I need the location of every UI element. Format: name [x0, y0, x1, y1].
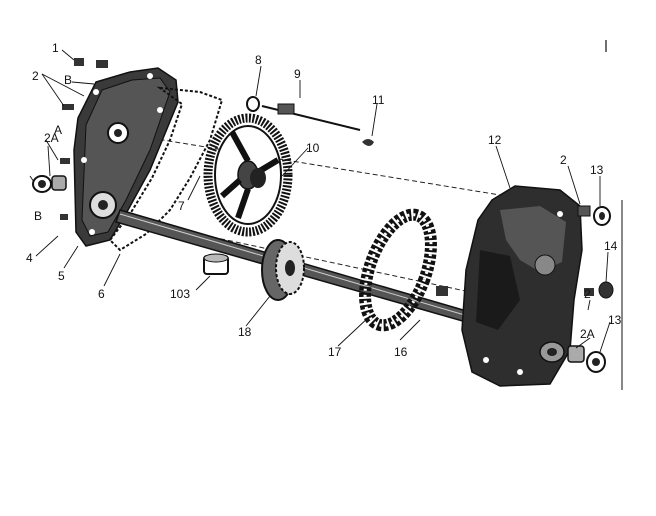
gasket — [108, 86, 224, 252]
callout-7: 7 — [178, 199, 185, 213]
callout-2-right: 2 — [560, 153, 567, 167]
callout-10: 10 — [306, 141, 320, 155]
ring-gear — [203, 113, 293, 237]
drive-chain — [359, 208, 437, 332]
callout-11: 11 — [372, 93, 385, 107]
gear-case-housing — [461, 185, 583, 387]
callout-6: 6 — [98, 287, 105, 301]
callout-A: A — [54, 123, 62, 137]
callout-B: B — [64, 73, 72, 87]
left-fittings — [32, 58, 108, 220]
callout-B-lower: B — [34, 209, 42, 223]
callout-labels: 1 2 B 2A A B 4 5 6 7 8 9 10 11 12 2 13 1… — [26, 41, 622, 359]
callout-5: 5 — [58, 269, 65, 283]
callout-14: 14 — [604, 239, 618, 253]
callout-103: 103 — [170, 287, 190, 301]
left-cover-plate — [73, 67, 179, 247]
callout-18: 18 — [238, 325, 252, 339]
callout-4: 4 — [26, 251, 33, 265]
callout-13-upper: 13 — [590, 163, 604, 177]
callout-8: 8 — [255, 53, 262, 67]
sprocket — [261, 239, 305, 301]
shaft-nut — [436, 286, 448, 296]
right-fittings — [567, 40, 623, 390]
callout-1: 1 — [52, 41, 59, 55]
callout-2-lower-right: 2 — [584, 287, 591, 301]
spacer-bushing — [203, 253, 229, 275]
callout-9: 9 — [294, 67, 301, 81]
callout-2: 2 — [32, 69, 39, 83]
callout-13-lower: 13 — [608, 313, 622, 327]
callout-2A-right: 2A — [580, 327, 595, 341]
shaft-pin — [246, 96, 374, 146]
callout-17: 17 — [328, 345, 342, 359]
callout-12: 12 — [488, 133, 502, 147]
leader-lines — [29, 49, 611, 353]
callout-2A: 2A — [44, 131, 59, 145]
callout-16: 16 — [394, 345, 408, 359]
